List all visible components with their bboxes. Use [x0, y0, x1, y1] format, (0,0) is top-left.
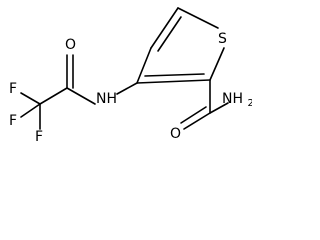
atom-label-layer: F F F O NH S O NH 2 — [9, 31, 252, 145]
bond-c-f1 — [20, 92, 41, 105]
bond-c-f2 — [20, 103, 41, 118]
bond-s-c2 — [209, 47, 225, 81]
bond-amide-c-n — [209, 102, 229, 114]
atom-amide-oxygen: O — [65, 37, 76, 53]
structure-svg: F F F O NH S O NH 2 — [9, 7, 252, 145]
bond-nh-c3 — [116, 82, 138, 95]
bond-c3-c4 — [136, 47, 152, 84]
atom-thiophene-sulfur: S — [218, 31, 227, 47]
bond-amide-c-o-2 — [180, 106, 207, 124]
atom-primary-amine: NH 2 — [222, 91, 252, 109]
bond-c4-c5-inner — [157, 16, 182, 52]
atom-fluorine-3: F — [35, 129, 43, 145]
bond-cf3-carbonyl — [39, 87, 68, 105]
bond-amide-c-o-1 — [183, 112, 211, 130]
atom-primary-amine-subscript: 2 — [247, 98, 252, 109]
atom-carboxamide-oxygen: O — [170, 126, 181, 142]
atom-amide-nitrogen: NH — [96, 91, 117, 107]
bond-layer — [20, 7, 229, 130]
bond-c5-s — [177, 7, 219, 29]
bond-c4-c5 — [150, 7, 179, 49]
atom-primary-amine-main: NH — [222, 91, 243, 107]
bond-c2-c3 — [136, 79, 211, 84]
bond-c2-c3-inner — [144, 73, 205, 77]
atom-fluorine-2: F — [9, 113, 17, 129]
atom-fluorine-1: F — [9, 81, 17, 97]
molecule-diagram: F F F O NH S O NH 2 — [0, 0, 252, 147]
bond-carbonyl-nh — [66, 87, 96, 105]
